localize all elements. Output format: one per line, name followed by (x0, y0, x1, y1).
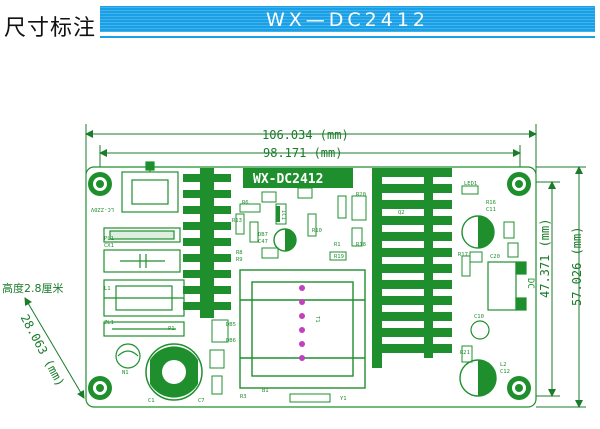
transistor-led (461, 215, 495, 249)
label-q2: Q2 (398, 210, 405, 216)
input-connector (121, 161, 179, 213)
label-c1: C1 (148, 398, 155, 404)
label-t1: T1 (314, 316, 320, 323)
capacitor-c10 (470, 320, 490, 340)
label-c20: C20 (490, 254, 500, 260)
mounting-hole-top-left (88, 172, 112, 196)
label-c47: C47 (258, 239, 268, 245)
label-r19: R19 (334, 254, 344, 260)
capacitor-c1 (145, 343, 203, 401)
label-c10: C10 (474, 314, 484, 320)
label-c11: C11 (486, 207, 496, 213)
label-y1: Y1 (340, 396, 347, 402)
label-r9: R9 (236, 257, 243, 263)
label-l1: L1 (104, 286, 111, 292)
label-r13: R13 (232, 218, 242, 224)
fuse-block (103, 227, 181, 273)
label-ic1: IC1 (280, 210, 286, 220)
board-height-note: 高度2.8厘米 (2, 282, 64, 295)
mounting-hole-bottom-right (507, 376, 531, 400)
small-components (209, 185, 519, 403)
mounting-hole-bottom-left (88, 376, 112, 400)
label-r10: R10 (312, 228, 322, 234)
banner-divider (100, 36, 595, 38)
model-label-box (243, 168, 353, 188)
label-zl1: ZL1 (104, 320, 114, 326)
heatsink-left (183, 168, 231, 318)
ic1-chip (276, 206, 280, 222)
page-title: 尺寸标注 (4, 16, 97, 41)
label-b1: B1 (262, 388, 269, 394)
label-lc: LC-ZZ0V (90, 206, 114, 212)
label-d8: DB7 (258, 232, 268, 238)
inductor-l1 (103, 279, 185, 317)
label-cx1: CX1 (104, 243, 114, 249)
label-r16: R16 (486, 200, 496, 206)
heatsink-right (372, 168, 452, 368)
label-r17: R17 (458, 252, 468, 258)
label-r3: R3 (240, 394, 247, 400)
transistor-d7 (273, 228, 297, 252)
label-db6: DB6 (226, 338, 236, 344)
transformer-vias (299, 285, 305, 361)
board-model-label: WX-DC2412 (253, 172, 323, 187)
label-p1: P1 (168, 326, 175, 332)
model-banner: WX—DC2412 (100, 6, 595, 32)
label-n1: N1 (122, 370, 129, 376)
silkscreen-labels: LC-ZZ0V PL1 CX1 L1 ZL1 P1 N1 C1 R6 R13 D… (90, 181, 510, 404)
label-r21: R21 (460, 350, 470, 356)
capacitor-c12 (459, 359, 497, 397)
dc-label: DC (525, 278, 535, 289)
label-led1: LED1 (464, 181, 477, 187)
label-r20: R20 (356, 192, 366, 198)
dc-output-connector (487, 261, 527, 311)
label-c7: C7 (198, 398, 205, 404)
label-r8: R8 (236, 250, 243, 256)
label-r18: R18 (356, 242, 366, 248)
label-c12: C12 (500, 369, 510, 375)
mounting-holes (88, 172, 531, 400)
hole-diagonal-dim (24, 297, 85, 399)
model-banner-text: WX—DC2412 (265, 9, 430, 31)
zl1-component (103, 321, 185, 337)
label-r1: R1 (334, 242, 341, 248)
label-db5: DB5 (226, 322, 236, 328)
label-l2: L2 (500, 362, 507, 368)
label-r6: R6 (242, 200, 249, 206)
component-n1 (115, 343, 141, 369)
label-pl1: PL1 (104, 236, 114, 242)
mounting-hole-top-right (507, 172, 531, 196)
